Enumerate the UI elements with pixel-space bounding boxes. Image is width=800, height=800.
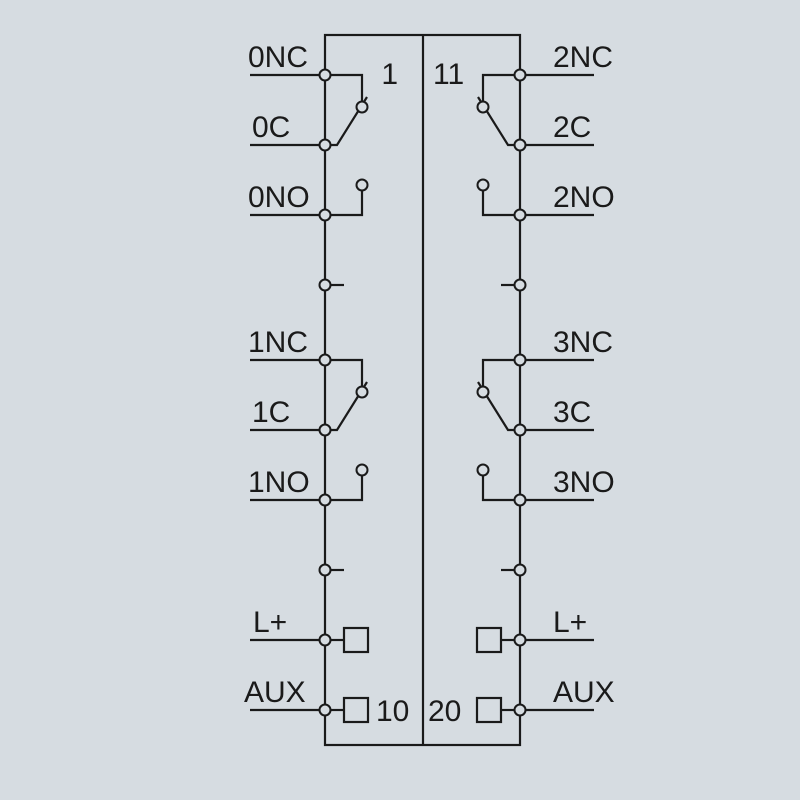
terminal-label-1no: 1NO — [248, 466, 310, 499]
terminal-label-1c: 1C — [252, 396, 290, 429]
terminal-label-2nc: 2NC — [553, 41, 613, 74]
relay-contact-group-0 — [325, 73, 369, 217]
power-connector-left-lplus — [331, 626, 370, 654]
slot-number-top-left: 1 — [381, 58, 398, 91]
power-connector-right-lplus — [475, 626, 514, 654]
slot-number-top-right: 11 — [433, 58, 464, 91]
slot-number-bottom-right: 20 — [428, 695, 461, 728]
left-leader-lines — [250, 73, 319, 712]
terminal-label-lplus-right: L+ — [553, 606, 587, 639]
terminal-label-0c: 0C — [252, 111, 290, 144]
terminal-label-0no: 0NO — [248, 181, 310, 214]
power-connector-left-aux — [331, 696, 370, 724]
terminal-label-aux-right: AUX — [553, 676, 615, 709]
terminal-label-2no: 2NO — [553, 181, 615, 214]
terminal-label-3no: 3NO — [553, 466, 615, 499]
terminal-label-aux-left: AUX — [244, 676, 306, 709]
slot-number-bottom-left: 10 — [376, 695, 409, 728]
terminal-label-1nc: 1NC — [248, 326, 308, 359]
terminal-label-0nc: 0NC — [248, 41, 308, 74]
terminal-label-2c: 2C — [553, 111, 591, 144]
terminal-circles-right — [513, 68, 527, 717]
power-connector-right-aux — [475, 696, 514, 724]
stub-terminal-lines — [331, 283, 514, 572]
terminal-label-3nc: 3NC — [553, 326, 613, 359]
terminal-label-lplus-left: L+ — [253, 606, 287, 639]
terminal-label-3c: 3C — [553, 396, 591, 429]
terminal-circles-left — [318, 68, 332, 717]
right-leader-lines — [526, 73, 594, 712]
